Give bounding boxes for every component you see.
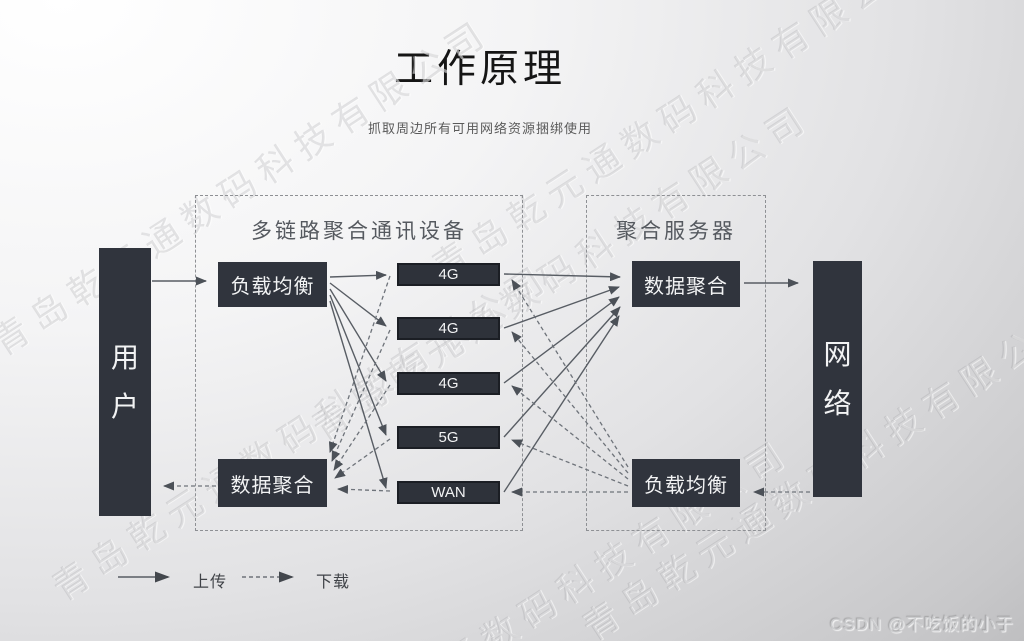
node-link-5g: 5G xyxy=(397,426,500,449)
node-load-balance-server: 负载均衡 xyxy=(632,459,740,507)
node-data-aggregation-server: 数据聚合 xyxy=(632,261,740,307)
group-title-aggregation-server: 聚合服务器 xyxy=(616,220,736,243)
legend-download-label: 下载 xyxy=(316,574,351,591)
node-data-aggregation-device: 数据聚合 xyxy=(218,459,327,507)
node-network: 网络 xyxy=(813,261,862,497)
page-title: 工作原理 xyxy=(393,48,566,91)
csdn-credit-watermark: CSDN @不吃饭的小于 xyxy=(829,615,1014,634)
node-link-4g-2: 4G xyxy=(397,317,500,340)
node-link-4g-1: 4G xyxy=(397,263,500,286)
node-user: 用户 xyxy=(99,248,151,516)
node-link-4g-3: 4G xyxy=(397,372,500,395)
node-link-wan: WAN xyxy=(397,481,500,504)
node-load-balance-device: 负载均衡 xyxy=(218,262,327,307)
page-subtitle: 抓取周边所有可用网络资源捆绑使用 xyxy=(367,121,592,136)
legend-upload-label: 上传 xyxy=(193,574,228,591)
group-title-multilink-device: 多链路聚合通讯设备 xyxy=(251,220,467,243)
